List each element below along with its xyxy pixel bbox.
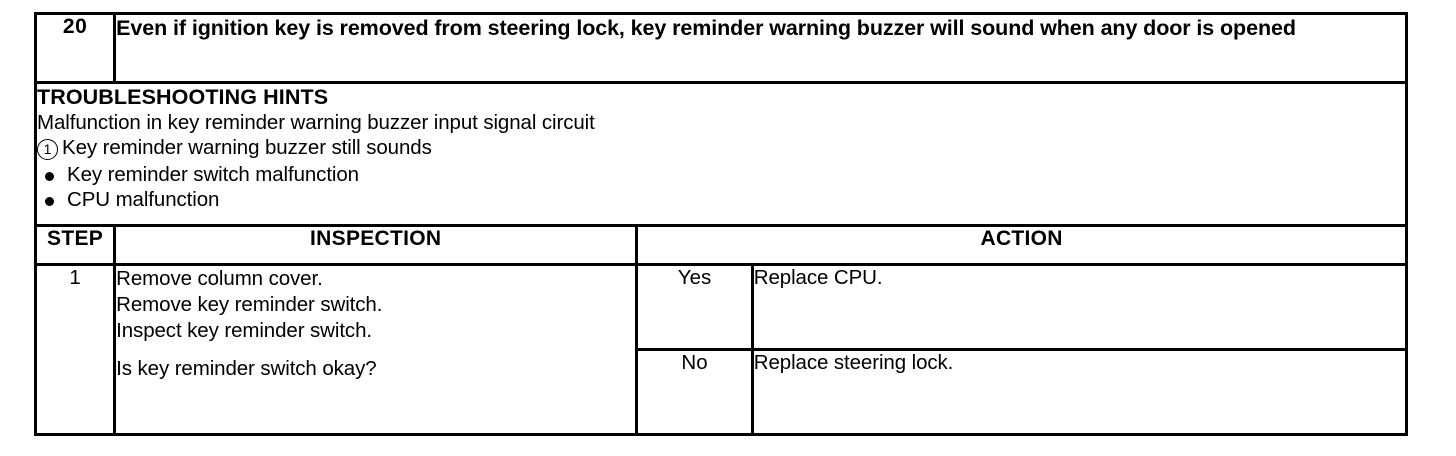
item-number: 20 bbox=[33, 12, 117, 84]
branch-action-no: Replace steering lock. bbox=[752, 349, 1405, 433]
inspection-cell: Remove column cover. Remove key reminder… bbox=[113, 263, 639, 436]
spacer bbox=[116, 345, 635, 356]
table-row: 1 Remove column cover. Remove key remind… bbox=[33, 263, 1408, 436]
inspection-question: Is key reminder switch okay? bbox=[116, 356, 377, 380]
branch-row-no: No Replace steering lock. bbox=[638, 349, 1405, 433]
branch-answer-yes: Yes bbox=[638, 266, 754, 351]
hints-cell: TROUBLESHOOTING HINTS Malfunction in key… bbox=[34, 81, 1408, 227]
branch-answer-no: No bbox=[638, 349, 754, 433]
item-statement: Even if ignition key is removed from ste… bbox=[113, 12, 1408, 84]
inspection-line: Inspect key reminder switch. bbox=[116, 319, 372, 343]
column-header-action: ACTION bbox=[635, 224, 1408, 266]
column-header-inspection: INSPECTION bbox=[113, 224, 639, 266]
branch-cell: Yes Replace CPU. No Replace steering loc… bbox=[635, 263, 1408, 436]
hints-numbered-label: Key reminder warning buzzer still sounds bbox=[62, 136, 432, 160]
hints-numbered-item: 1 Key reminder warning buzzer still soun… bbox=[37, 135, 1405, 162]
branch-action-yes: Replace CPU. bbox=[752, 266, 1405, 351]
inspection-line: Remove key reminder switch. bbox=[116, 293, 383, 317]
step-number: 1 bbox=[33, 263, 117, 436]
branch-row-yes: Yes Replace CPU. bbox=[638, 266, 1405, 351]
troubleshooting-table: 20 Even if ignition key is removed from … bbox=[33, 12, 1408, 436]
branch-table: Yes Replace CPU. No Replace steering loc… bbox=[638, 266, 1405, 433]
circled-number-icon: 1 bbox=[37, 139, 58, 161]
hints-bullet-list: Key reminder switch malfunction CPU malf… bbox=[37, 162, 1405, 213]
hints-title: TROUBLESHOOTING HINTS bbox=[37, 85, 329, 109]
list-item: Key reminder switch malfunction bbox=[37, 162, 1405, 187]
inspection-line: Remove column cover. bbox=[116, 267, 323, 290]
table-row-statement: 20 Even if ignition key is removed from … bbox=[33, 12, 1408, 84]
table-row-hints: TROUBLESHOOTING HINTS Malfunction in key… bbox=[34, 81, 1408, 227]
list-item: CPU malfunction bbox=[37, 187, 1405, 212]
column-header-step: STEP bbox=[33, 224, 117, 266]
table-header-row: STEP INSPECTION ACTION bbox=[33, 224, 1408, 266]
hints-subtitle: Malfunction in key reminder warning buzz… bbox=[37, 111, 595, 135]
